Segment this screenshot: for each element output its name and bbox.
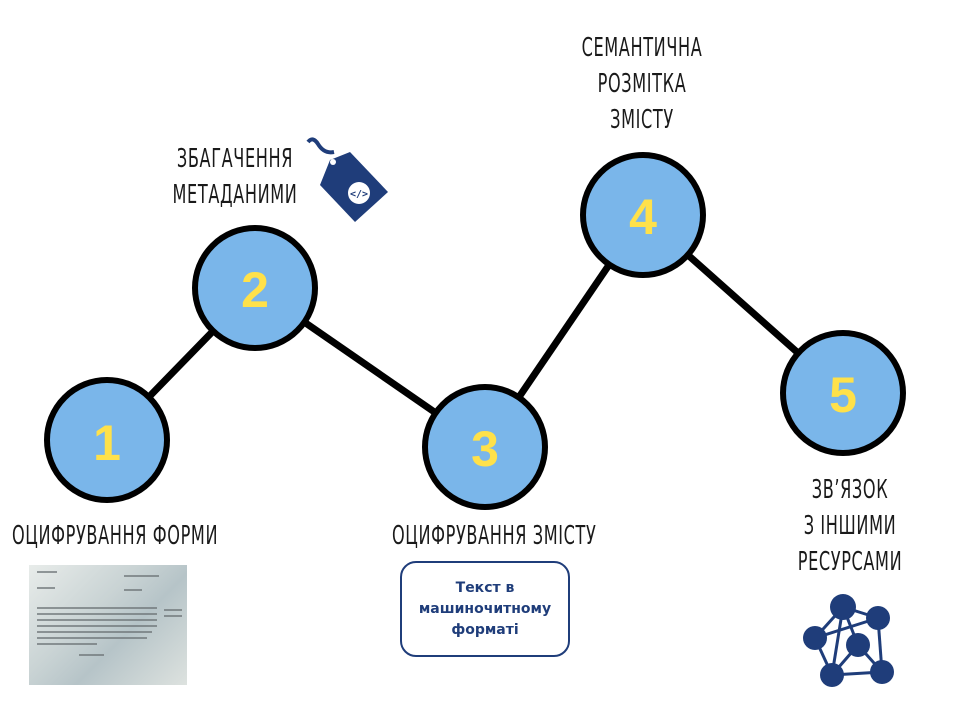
scanned-document-image: [29, 565, 187, 685]
step-circle-1: [44, 377, 170, 503]
step-circle-5: [780, 330, 906, 456]
box-line: машиночитному: [418, 600, 552, 617]
step-circle-4: [580, 152, 706, 278]
step-circle-2: [192, 225, 318, 351]
label-line: З ІНШИМИ: [803, 511, 897, 541]
label-line: РЕСУРСАМИ: [797, 547, 903, 577]
step-number-5: 5: [829, 367, 857, 423]
label-line: ЗВ’ЯЗОК: [811, 475, 889, 505]
step-number-1: 1: [93, 415, 121, 471]
svg-text:</>: </>: [350, 189, 368, 200]
step-5-label: ЗВ’ЯЗОК З ІНШИМИ РЕСУРСАМИ: [757, 472, 943, 580]
label-line: РОЗМІТКА: [597, 69, 687, 99]
box-line: Текст в: [455, 579, 515, 596]
step-4-label: СЕМАНТИЧНА РОЗМІТКА ЗМІСТУ: [549, 30, 735, 138]
step-3-label: ОЦИФРУВАННЯ ЗМІСТУ: [392, 521, 597, 551]
machine-readable-text-box: Текст в машиночитному форматі: [400, 561, 570, 657]
box-line: форматі: [451, 621, 519, 638]
label-line: МЕТАДАНИМИ: [172, 180, 298, 210]
step-1-label: ОЦИФРУВАННЯ ФОРМИ: [12, 521, 219, 551]
step-number-4: 4: [629, 189, 657, 245]
network-graph-icon: [803, 594, 894, 687]
label-line: ЗБАГАЧЕННЯ: [176, 144, 294, 174]
step-2-label: ЗБАГАЧЕННЯ МЕТАДАНИМИ: [142, 141, 328, 213]
label-line: ЗМІСТУ: [610, 105, 674, 135]
step-circle-3: [422, 384, 548, 510]
code-tag-icon: </>: [306, 137, 388, 222]
step-number-2: 2: [241, 262, 269, 318]
label-line: СЕМАНТИЧНА: [581, 33, 703, 63]
step-number-3: 3: [471, 421, 499, 477]
